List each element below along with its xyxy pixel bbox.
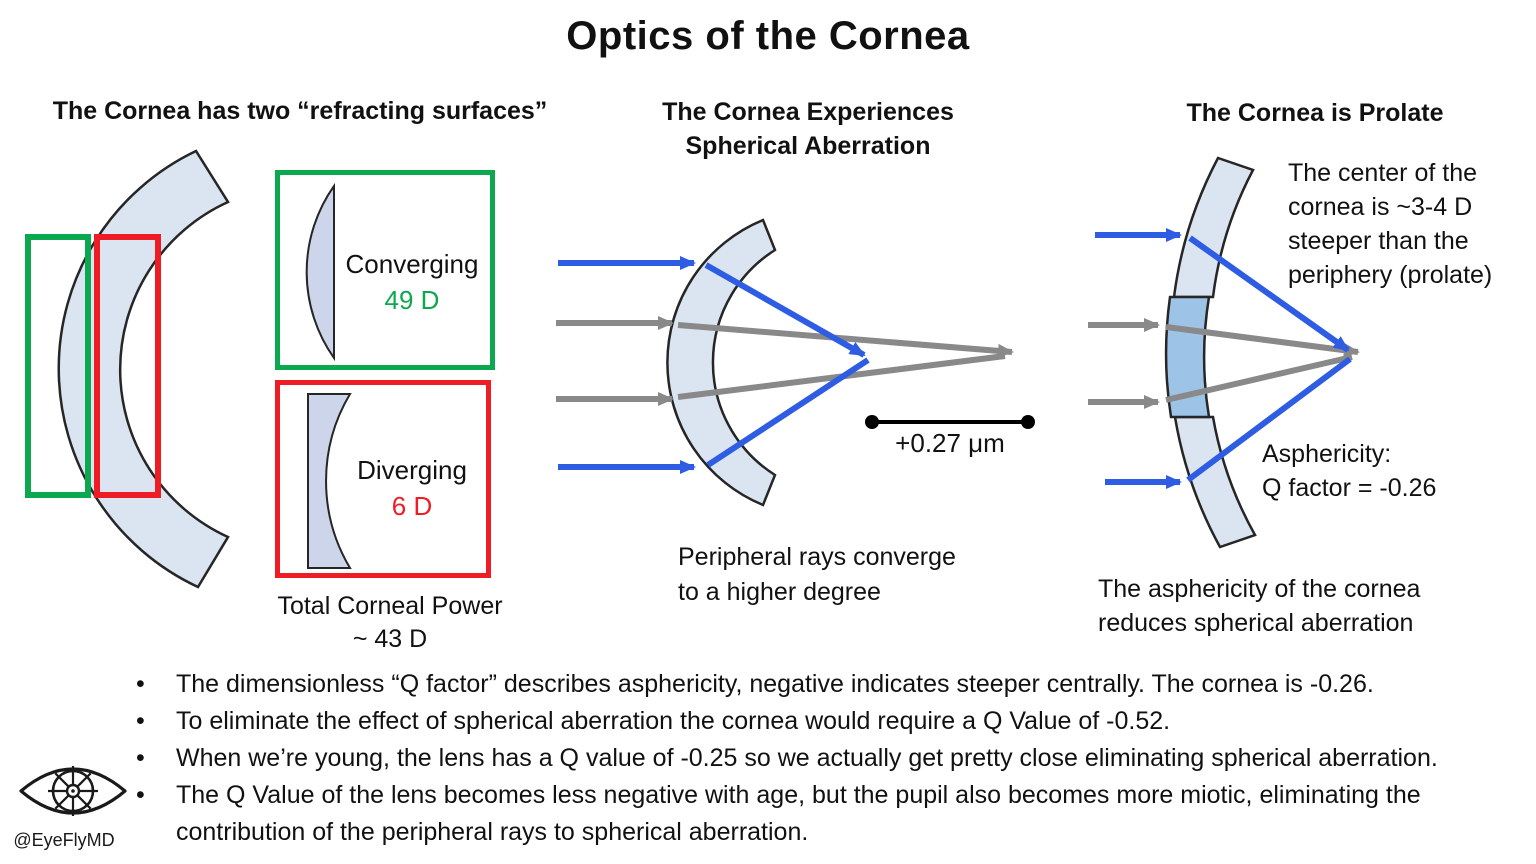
cornea-crescent-shape — [666, 218, 777, 507]
peripheral-ray-top-refracted — [704, 262, 866, 358]
paraxial-ray-top-refracted — [677, 322, 1014, 358]
converging-lens-box: Converging 49 D — [275, 170, 495, 370]
middle-caption: Peripheral rays converge to a higher deg… — [678, 543, 956, 606]
central-ray-top-refracted — [1165, 324, 1360, 358]
diverging-lens-icon — [307, 393, 352, 569]
focal-shift-value: +0.27 μm — [895, 428, 1005, 458]
measure-endpoint-left — [865, 415, 879, 429]
cornea-crescent-shape — [57, 149, 230, 589]
eye-wheel-icon — [19, 766, 127, 816]
spherical-aberration-diagram — [556, 218, 1035, 507]
cornea-peripheral-segment-top — [1172, 156, 1255, 299]
posterior-surface-highlight-box — [94, 234, 161, 498]
bullet-item: • The dimensionless “Q factor” describes… — [130, 666, 1530, 703]
cornea-peripheral-segment-bottom — [1173, 415, 1257, 549]
bullet-icon: • — [136, 781, 145, 809]
right-caption: The asphericity of the cornea reduces sp… — [1098, 575, 1421, 637]
cornea-two-surfaces-diagram — [25, 149, 230, 589]
peripheral-ray-top-refracted — [1188, 235, 1350, 353]
prolate-cornea-diagram — [1088, 156, 1360, 549]
prolate-description: The center of the cornea is ~3-4 D steep… — [1288, 159, 1493, 289]
logo-handle: @EyeFlyMD — [13, 830, 115, 850]
diverging-label: Diverging — [357, 455, 467, 485]
page-title: Optics of the Cornea — [566, 14, 970, 58]
diverging-lens-box: Diverging 6 D — [275, 380, 491, 578]
converging-label: Converging — [345, 249, 479, 279]
converging-power-value: 49 D — [384, 285, 440, 315]
central-ray-bottom-refracted — [1165, 354, 1353, 403]
left-section-header: The Cornea has two “refracting surfaces” — [52, 97, 548, 125]
peripheral-ray-bottom-refracted — [706, 357, 870, 468]
measure-endpoint-right — [1021, 415, 1035, 429]
anterior-surface-highlight-box — [25, 234, 91, 498]
bullet-icon: • — [136, 707, 145, 735]
middle-section-header: The Cornea Experiences Spherical Aberrat… — [662, 98, 954, 160]
converging-lens-icon — [305, 182, 335, 362]
bullet-icon: • — [136, 744, 145, 772]
bullet-item: • When we’re young, the lens has a Q val… — [130, 740, 1530, 777]
peripheral-ray-bottom-refracted — [1186, 356, 1352, 483]
right-section-header: The Cornea is Prolate — [1186, 99, 1444, 127]
bullet-item: • To eliminate the effect of spherical a… — [130, 703, 1530, 740]
bullet-item: • The Q Value of the lens becomes less n… — [130, 777, 1530, 851]
asphericity-value: Asphericity: Q factor = -0.26 — [1262, 440, 1437, 502]
diverging-power-value: 6 D — [391, 491, 433, 521]
eyeflymd-logo — [14, 758, 144, 824]
notes-bullet-list: • The dimensionless “Q factor” describes… — [130, 666, 1530, 851]
bullet-icon: • — [136, 670, 145, 698]
total-corneal-power-label: Total Corneal Power ~ 43 D — [277, 592, 503, 653]
